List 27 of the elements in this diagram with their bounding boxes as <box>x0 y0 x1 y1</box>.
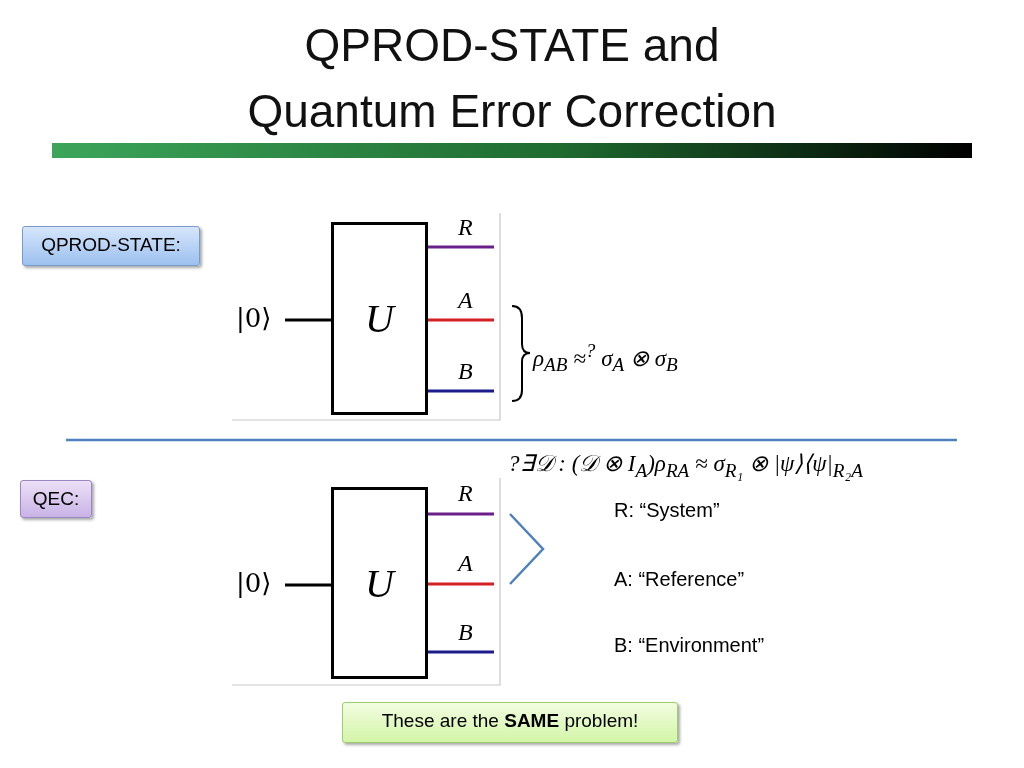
unitary-gate: U <box>331 222 428 415</box>
unitary-gate: U <box>331 487 428 679</box>
role-note: B: “Environment” <box>614 634 765 657</box>
wire <box>285 583 331 587</box>
wire <box>428 582 494 586</box>
role-note: A: “Reference” <box>614 568 745 591</box>
formula: ?∃𝒟 : (𝒟 ⊗ I$_{A}$)ρ$_{RA}$ ≈ σ$_{R₁}$ ⊗ |ψ⟩⟨ψ|$_{R₂A}$ <box>508 450 863 482</box>
wire-label: A <box>458 550 473 577</box>
wire-label: A <box>458 287 473 314</box>
section-tag: QEC: <box>20 480 92 518</box>
ket-label: |0⟩ <box>236 303 278 337</box>
ket-label: |0⟩ <box>236 568 278 602</box>
wire <box>428 512 494 516</box>
section-tag: QPROD-STATE: <box>22 226 200 266</box>
role-note: R: “System” <box>614 499 720 522</box>
slide-title: QPROD-STATE and Quantum Error Correction <box>246 18 778 139</box>
wire-label: R <box>458 480 473 507</box>
wire-label: B <box>458 619 473 646</box>
callout-box: These are the SAME problem! <box>342 702 678 743</box>
wire <box>428 245 494 249</box>
wire <box>285 318 331 322</box>
wire <box>428 650 494 654</box>
wire <box>428 318 494 322</box>
formula: ρ$_{AB}$ ≈$^{?}$ σ$_{A}$ ⊗ σ$_{B}$ <box>533 340 678 377</box>
wire <box>428 389 494 393</box>
wire-label: B <box>458 358 473 385</box>
wire-label: R <box>458 214 473 241</box>
